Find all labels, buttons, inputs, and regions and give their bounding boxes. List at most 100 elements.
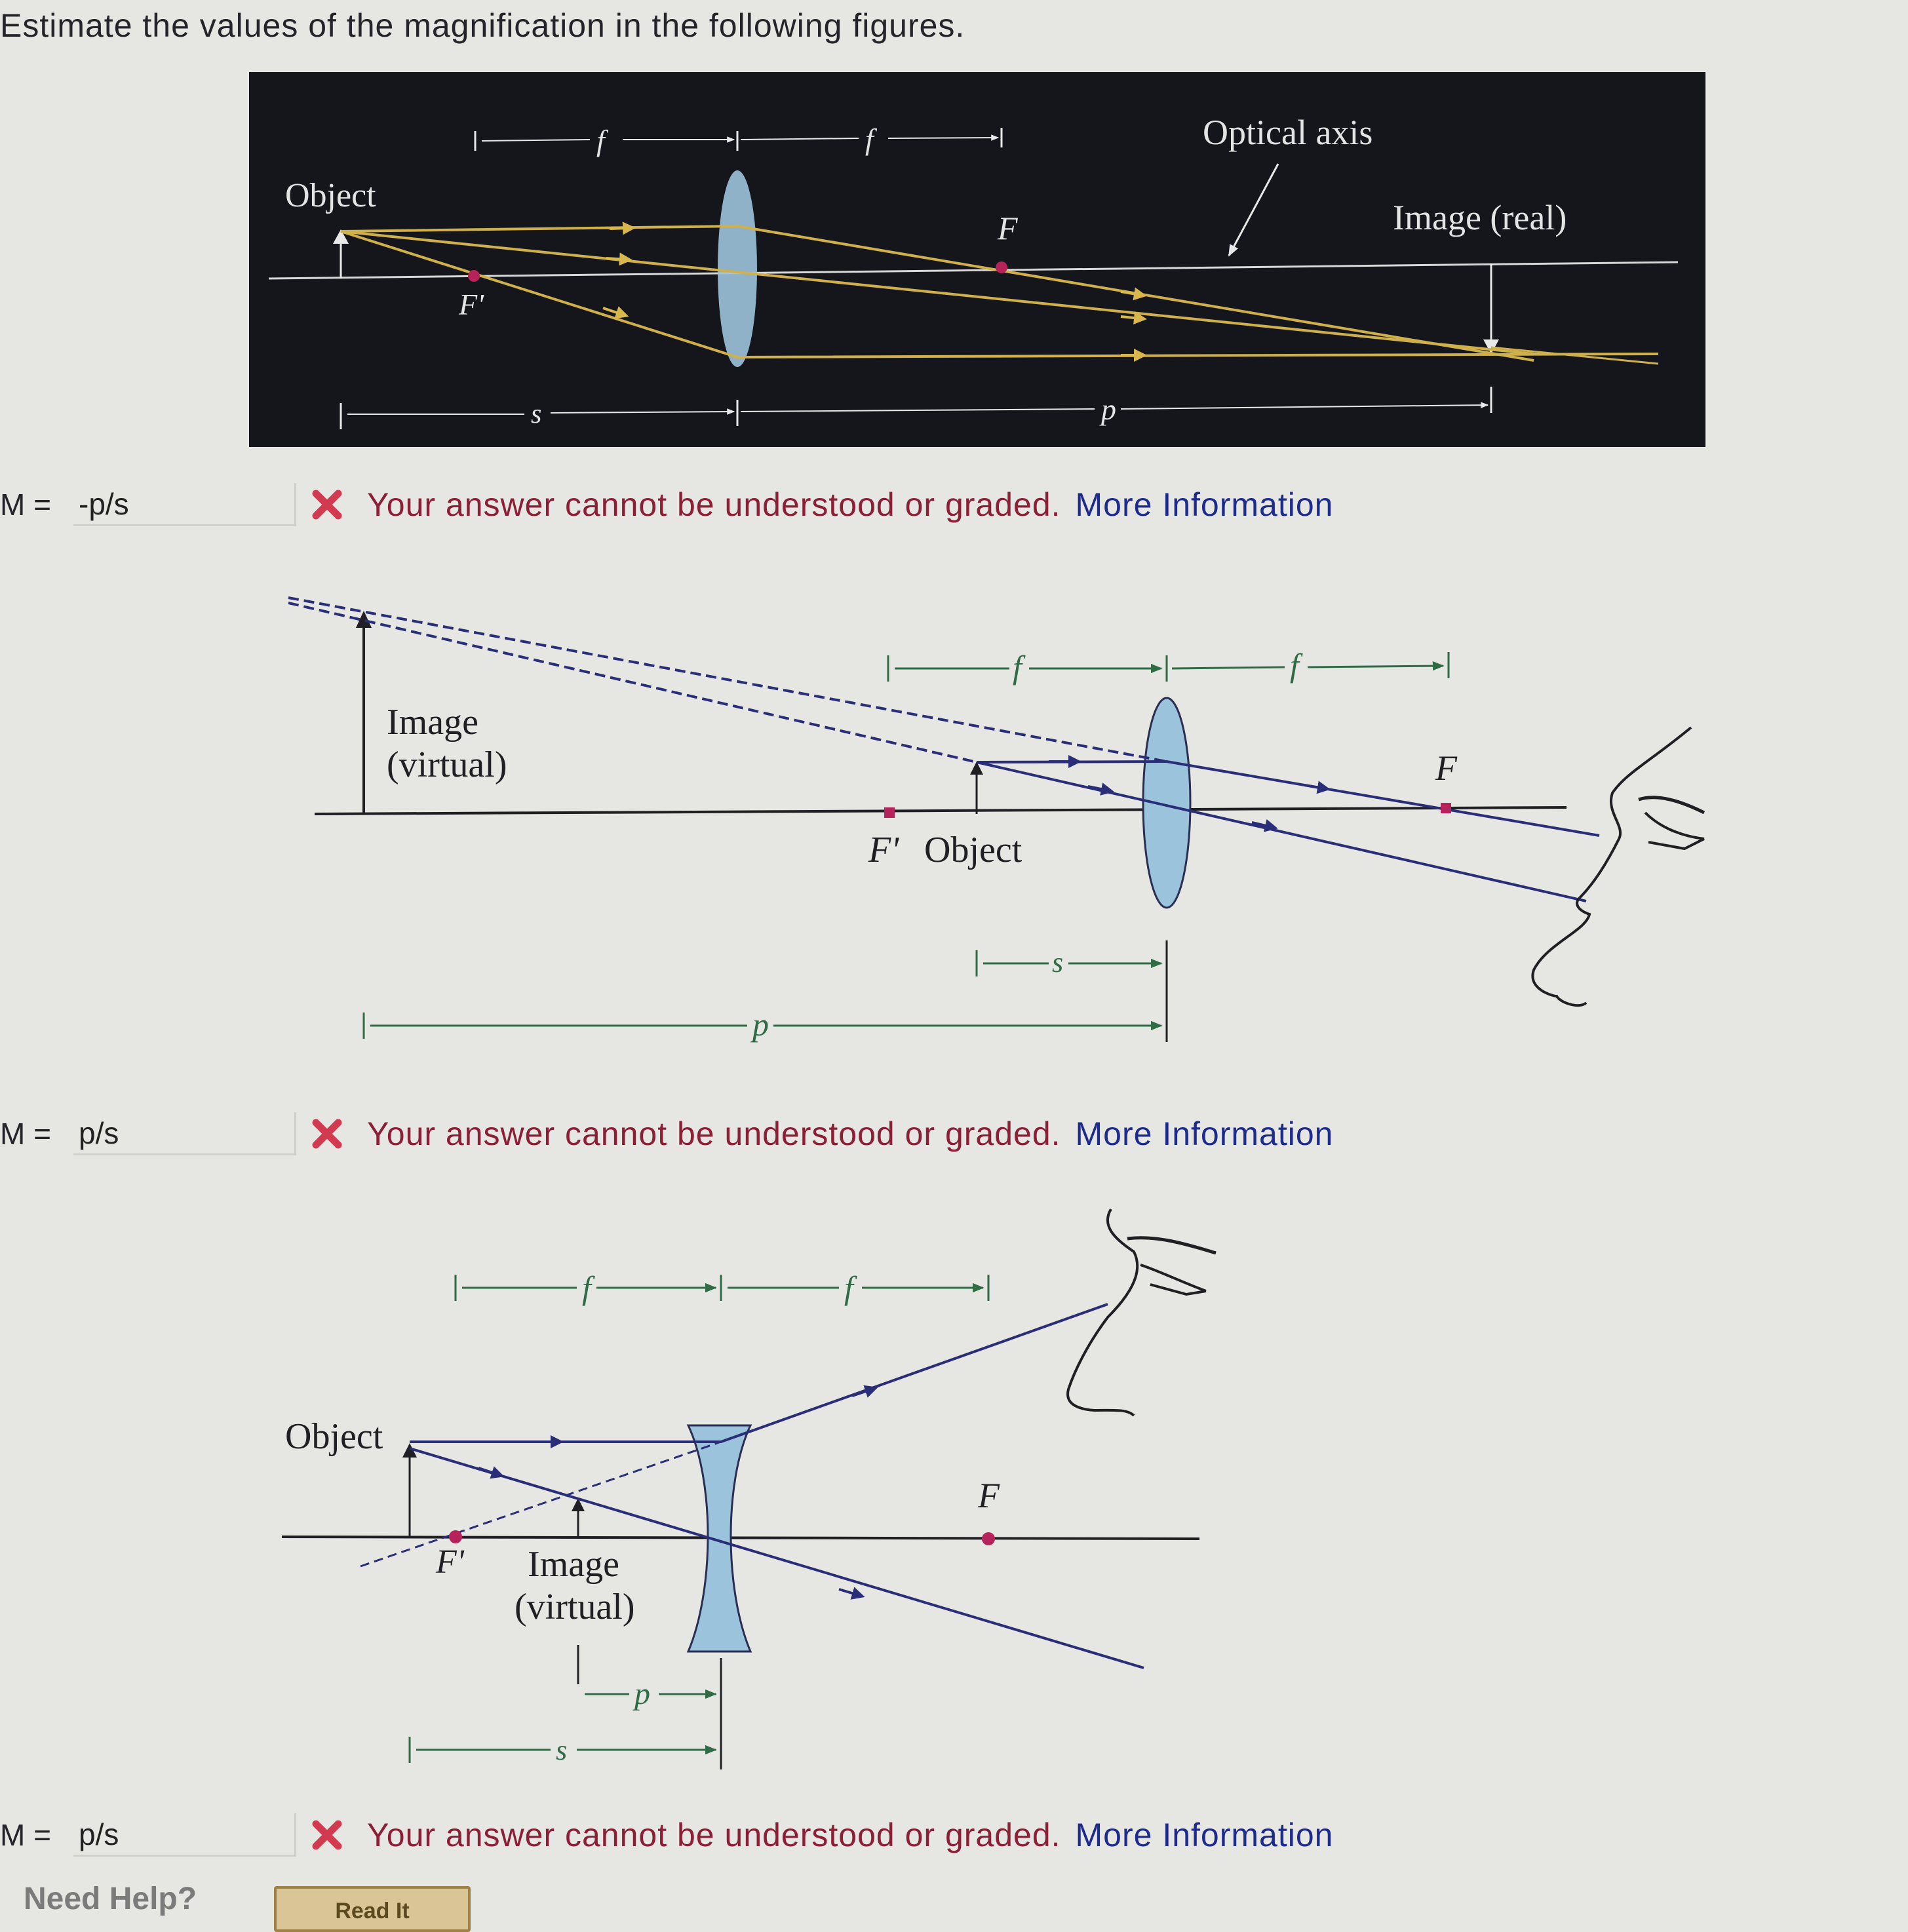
ray-arrow xyxy=(602,306,629,319)
ray-arrow xyxy=(838,1587,865,1600)
virtual-image-label: Image xyxy=(528,1544,619,1585)
s-distance-label: s xyxy=(531,399,541,429)
observer-face xyxy=(1066,1208,1139,1417)
ray-parallel xyxy=(976,760,1600,837)
f-point-label: F xyxy=(997,210,1018,246)
object-arrow-head xyxy=(333,229,349,244)
more-information-link[interactable]: More Information xyxy=(1075,486,1334,523)
question-text: Estimate the values of the magnification… xyxy=(0,7,965,44)
ray-arrow xyxy=(609,222,636,235)
eyebrow xyxy=(1638,796,1705,815)
magnification-input-2[interactable] xyxy=(73,1112,296,1155)
optical-axis-label: Optical axis xyxy=(1203,113,1373,152)
feedback-text: Your answer cannot be understood or grad… xyxy=(367,1115,1061,1152)
object-arrow-head xyxy=(970,762,983,775)
p-distance-label: p xyxy=(633,1676,650,1711)
ray-center xyxy=(340,230,1534,355)
focal-point-f xyxy=(1441,803,1451,813)
s-distance-label: s xyxy=(1052,946,1063,978)
dimension-line xyxy=(740,408,1095,412)
p-distance-label: p xyxy=(1099,393,1116,426)
f-point-label: F xyxy=(1435,748,1458,788)
object-label: Object xyxy=(924,830,1022,870)
dimension-line xyxy=(740,138,859,140)
ray-center xyxy=(409,1447,1144,1669)
ray-arrow xyxy=(1120,311,1147,324)
dimension-line xyxy=(550,408,735,415)
ray-center xyxy=(976,761,1587,902)
figure-diverging-lens: Object F' F Image (virtual) f f p s xyxy=(281,1208,1217,1769)
image-real-label: Image (real) xyxy=(1393,198,1567,237)
ray-tail xyxy=(1490,346,1659,365)
focal-point-f xyxy=(996,261,1007,273)
read-it-button[interactable]: Read It xyxy=(274,1886,471,1932)
diverging-lens xyxy=(686,1424,752,1653)
f-distance-label: f xyxy=(1013,649,1026,686)
focal-point-f-prime xyxy=(884,807,895,818)
optical-axis-pointer xyxy=(1228,163,1279,257)
magnification-input-1[interactable] xyxy=(73,483,296,526)
f-point-label: F xyxy=(977,1476,1000,1515)
ray-arrow xyxy=(851,1385,878,1398)
f-prime-point-label: F' xyxy=(868,830,899,870)
optical-axis-line xyxy=(268,261,1679,280)
magnification-label: M = xyxy=(0,1117,51,1151)
answer-row-2: M = Your answer cannot be understood or … xyxy=(0,1108,1333,1160)
object-arrow-head xyxy=(402,1443,417,1458)
feedback-text: Your answer cannot be understood or grad… xyxy=(367,1817,1061,1853)
magnification-label: M = xyxy=(0,1818,51,1852)
ray-arrow xyxy=(606,252,633,266)
s-distance-label: s xyxy=(556,1734,567,1766)
observer-face xyxy=(1531,726,1692,1007)
virtual-image-arrow-head xyxy=(356,611,372,628)
f-prime-point-label: F' xyxy=(458,288,484,321)
ray-parallel xyxy=(340,224,1534,362)
figure1-background xyxy=(249,72,1705,447)
f-prime-point-label: F' xyxy=(435,1543,465,1581)
figure-real-image: Object F F' Optical axis Image (real) f … xyxy=(249,72,1705,447)
f-distance-label: f xyxy=(844,1269,857,1306)
ray-arrow xyxy=(1251,819,1278,832)
virtual-ray-dashed xyxy=(360,1440,722,1568)
eyebrow xyxy=(1127,1236,1217,1255)
converging-lens xyxy=(718,170,757,367)
virtual-ray-dashed xyxy=(288,602,977,763)
dimension-line xyxy=(481,139,591,142)
incorrect-x-icon xyxy=(312,1820,342,1850)
image-arrow-head xyxy=(1483,339,1499,354)
more-information-link[interactable]: More Information xyxy=(1075,1817,1334,1853)
answer-row-1: M = Your answer cannot be understood or … xyxy=(0,478,1333,531)
ray-arrow xyxy=(1304,781,1331,794)
f-distance-label: f xyxy=(582,1269,595,1306)
eye-icon xyxy=(1140,1264,1207,1296)
virtual-image-label: (virtual) xyxy=(515,1587,634,1627)
f-distance-label: f xyxy=(1290,647,1303,684)
virtual-ray-dashed xyxy=(288,596,1167,763)
magnification-input-3[interactable] xyxy=(73,1813,296,1857)
dimension-line xyxy=(1120,402,1489,410)
virtual-image-label: (virtual) xyxy=(387,744,507,785)
ray-arrow xyxy=(1087,782,1114,796)
object-label: Object xyxy=(285,177,376,214)
answer-row-3: M = Your answer cannot be understood or … xyxy=(0,1809,1333,1861)
virtual-image-label: Image xyxy=(387,702,478,743)
more-information-link[interactable]: More Information xyxy=(1075,1115,1334,1152)
ray-diverging-up xyxy=(410,1303,1108,1443)
incorrect-x-icon xyxy=(312,490,342,520)
p-distance-label: p xyxy=(750,1006,769,1043)
optical-axis-line xyxy=(281,1536,1200,1540)
magnifier-lens xyxy=(1142,697,1192,909)
optical-axis-line xyxy=(314,806,1567,815)
focal-point-f xyxy=(982,1532,995,1545)
feedback-text: Your answer cannot be understood or grad… xyxy=(367,486,1061,523)
virtual-image-arrow-head xyxy=(572,1498,585,1511)
object-label: Object xyxy=(285,1416,383,1457)
focal-point-f-prime xyxy=(449,1530,462,1543)
incorrect-x-icon xyxy=(312,1119,342,1149)
eye-icon xyxy=(1644,811,1705,851)
ray-arrow xyxy=(1120,287,1147,301)
focal-point-f-prime xyxy=(468,270,480,282)
need-help-label: Need Help? xyxy=(24,1882,197,1916)
magnification-label: M = xyxy=(0,488,51,522)
figure-magnifier-virtual-image: Image (virtual) F' Object F f f s p xyxy=(288,596,1705,1043)
